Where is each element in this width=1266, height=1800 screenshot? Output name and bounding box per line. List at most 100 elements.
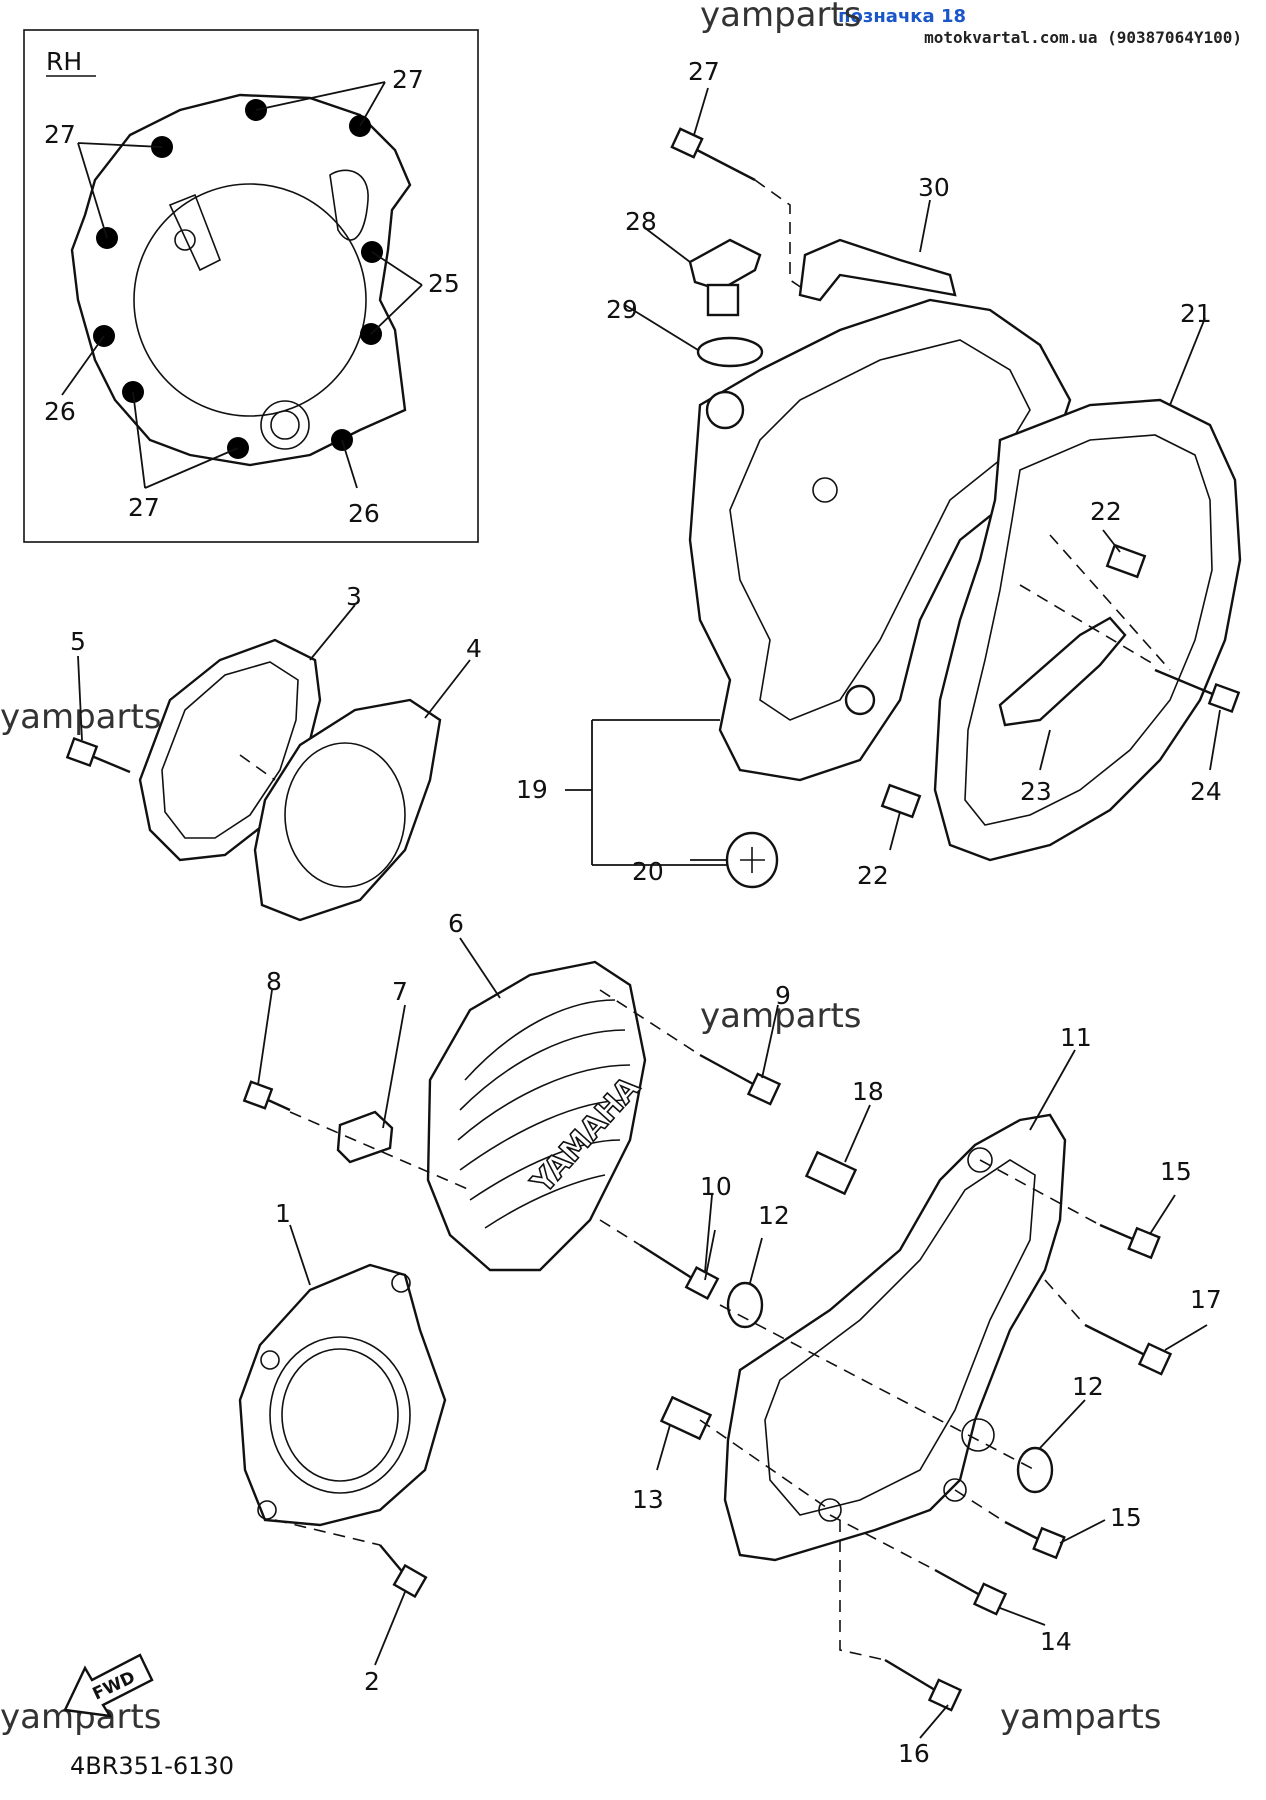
plug-20 bbox=[725, 831, 779, 889]
seal-12-left bbox=[726, 1281, 764, 1329]
cover-1-opening bbox=[269, 1336, 411, 1494]
callout-11: 11 bbox=[1060, 1023, 1092, 1052]
cover-1-leaders bbox=[289, 1224, 406, 1666]
inset-callout-26-left: 26 bbox=[44, 397, 76, 426]
cover-11-hole-top bbox=[967, 1147, 993, 1173]
bolt-8 bbox=[242, 1080, 291, 1112]
callout-15-lower: 15 bbox=[1110, 1503, 1142, 1532]
callout-30: 30 bbox=[918, 173, 950, 202]
rotor-alignment-line bbox=[239, 754, 276, 781]
cover-11-leaders bbox=[656, 1049, 1208, 1739]
clip-7 bbox=[336, 1110, 394, 1164]
callout-27: 27 bbox=[688, 57, 720, 86]
inset-callout-27-top-left: 27 bbox=[44, 120, 76, 149]
cover-19-hole bbox=[812, 477, 838, 503]
callout-1: 1 bbox=[275, 1199, 291, 1228]
watermark-bottom-right: yamparts bbox=[1000, 1697, 1162, 1737]
cover-11-inner bbox=[764, 1159, 1036, 1516]
callout-3: 3 bbox=[346, 582, 362, 611]
callout-10: 10 bbox=[700, 1172, 732, 1201]
cover-1-group: 1 2 bbox=[238, 1199, 447, 1696]
callout-28: 28 bbox=[625, 207, 657, 236]
callout-22-lower: 22 bbox=[857, 861, 889, 890]
plate-23 bbox=[998, 616, 1127, 727]
cover-19-inner bbox=[729, 339, 1031, 721]
inset-cover-outline bbox=[70, 93, 412, 467]
filler-cap-28 bbox=[688, 238, 762, 317]
callout-2: 2 bbox=[364, 1667, 380, 1696]
dowel-18 bbox=[804, 1150, 858, 1196]
gasket-4-opening bbox=[284, 742, 406, 888]
rotor-cover-group: 5 3 4 bbox=[65, 582, 482, 922]
cover-11-alignment-lines bbox=[699, 1159, 1101, 1661]
cover-3-inner bbox=[161, 661, 299, 839]
cover-1-rim bbox=[281, 1348, 399, 1482]
rh-inset: RH 27 bbox=[23, 29, 479, 543]
inset-title: RH bbox=[46, 47, 82, 76]
callout-23: 23 bbox=[1020, 777, 1052, 806]
callout-19: 19 bbox=[516, 775, 548, 804]
bolt-9 bbox=[699, 1053, 782, 1106]
cover-1-hole-top bbox=[260, 1350, 280, 1370]
bolt-15-upper bbox=[1099, 1223, 1161, 1260]
inset-callout-27-top-right: 27 bbox=[392, 65, 424, 94]
callout-15-upper: 15 bbox=[1160, 1157, 1192, 1186]
inset-cover-opening bbox=[133, 183, 367, 417]
watermark-top: yamparts bbox=[700, 0, 862, 35]
dowel-22-upper bbox=[1105, 543, 1147, 579]
cover-19-filler-port bbox=[705, 390, 745, 430]
emblem-leaders bbox=[257, 937, 779, 1273]
inset-cover-window bbox=[329, 169, 369, 241]
callout-24: 24 bbox=[1190, 777, 1222, 806]
diagram-code: 4BR351-6130 bbox=[70, 1752, 234, 1780]
inset-frame bbox=[23, 29, 479, 543]
cover-6-fins bbox=[457, 999, 631, 1229]
callout-22-upper: 22 bbox=[1090, 497, 1122, 526]
dowel-22-lower bbox=[880, 783, 922, 819]
crankcase-cover-assembly: 27 28 29 30 21 22 23 24 19 20 22 bbox=[516, 57, 1242, 890]
callout-9: 9 bbox=[775, 981, 791, 1010]
callout-14: 14 bbox=[1040, 1627, 1072, 1656]
callout-16: 16 bbox=[898, 1739, 930, 1768]
cover-11-group: 11 18 15 12 17 12 13 15 14 16 bbox=[632, 1023, 1222, 1768]
watermark-middle: yamparts bbox=[700, 996, 862, 1036]
cover-1-hole-bottom bbox=[257, 1500, 277, 1520]
bracket-30 bbox=[798, 238, 957, 302]
dowel-13 bbox=[659, 1395, 713, 1441]
callout-6: 6 bbox=[448, 909, 464, 938]
cover-1-hole-right bbox=[391, 1273, 411, 1293]
inset-leaders bbox=[61, 81, 423, 489]
bolt-15-lower bbox=[1004, 1520, 1066, 1560]
bolt-16 bbox=[884, 1658, 963, 1712]
o-ring-29 bbox=[696, 336, 764, 368]
inset-boss-inner bbox=[270, 410, 300, 440]
emblem-cover-group: YAMAHA 6 7 8 9 10 bbox=[242, 909, 791, 1300]
header-site: motokvartal.com.ua (90387064Y100) bbox=[924, 28, 1242, 47]
inset-callout-26-bottom: 26 bbox=[348, 499, 380, 528]
header-tag: позначка 18 bbox=[838, 6, 966, 27]
cover-1-alignment-line bbox=[274, 1519, 381, 1546]
inset-tab-hole bbox=[174, 229, 196, 251]
cover-11-hole-bottom bbox=[943, 1478, 967, 1502]
inset-callout-25: 25 bbox=[428, 269, 460, 298]
rotor-leaders bbox=[77, 604, 471, 741]
cover-11-boss bbox=[961, 1418, 995, 1452]
callout-8: 8 bbox=[266, 967, 282, 996]
inset-callout-27-bottom: 27 bbox=[128, 493, 160, 522]
bolt-5 bbox=[65, 736, 131, 774]
bolt-27 bbox=[670, 127, 756, 182]
cover-19 bbox=[688, 298, 1072, 782]
callout-12-right: 12 bbox=[1072, 1372, 1104, 1401]
assembly-alignment-lines-top bbox=[754, 179, 1171, 671]
inset-boss-outer bbox=[260, 400, 310, 450]
callout-17: 17 bbox=[1190, 1285, 1222, 1314]
callout-20: 20 bbox=[632, 857, 664, 886]
bolt-24 bbox=[1154, 668, 1241, 714]
cover-11-hole-left bbox=[818, 1498, 842, 1522]
bolt-17 bbox=[1084, 1323, 1173, 1376]
callout-12-left: 12 bbox=[758, 1201, 790, 1230]
callout-5: 5 bbox=[70, 627, 86, 656]
callout-18: 18 bbox=[852, 1077, 884, 1106]
callout-13: 13 bbox=[632, 1485, 664, 1514]
